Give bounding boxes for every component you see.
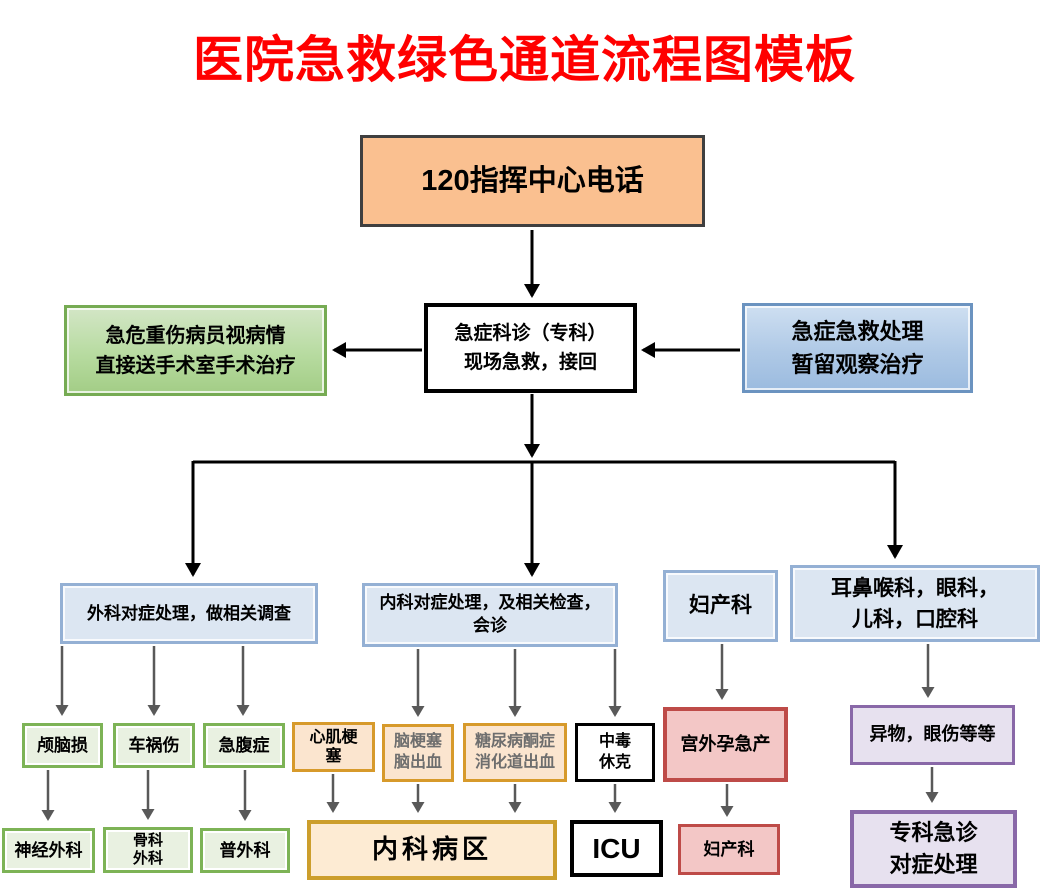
orthopedics-line1: 骨科 xyxy=(132,833,163,849)
node-emergency-observe: 急症急救处理 暂留观察治疗 xyxy=(742,303,973,393)
car-accident-label: 车祸伤 xyxy=(128,735,180,755)
ent-branch-line1: 耳鼻喉科，眼科， xyxy=(831,576,999,601)
diabetes-line2: 消化道出血 xyxy=(474,753,555,771)
node-myocardial: 心肌梗 塞 xyxy=(292,722,375,772)
poisoning-line1: 中毒 xyxy=(598,732,631,750)
node-ectopic: 宫外孕急产 xyxy=(663,707,788,782)
triage-line2: 现场急救，接回 xyxy=(463,352,597,373)
direct-surgery-line2: 直接送手术室手术治疗 xyxy=(95,354,296,377)
node-obgyn-dept: 妇产科 xyxy=(678,824,780,875)
node-poisoning: 中毒 休克 xyxy=(575,723,655,782)
node-diabetes: 糖尿病酮症 消化道出血 xyxy=(463,723,567,782)
obgyn-dept-label: 妇产科 xyxy=(703,839,755,859)
node-icu: ICU xyxy=(570,820,663,877)
orthopedics-line2: 外科 xyxy=(132,851,163,867)
node-medicine-ward: 内科病区 xyxy=(307,820,557,880)
dispatch-label: 120指挥中心电话 xyxy=(421,161,643,202)
foreign-body-label: 异物，眼伤等等 xyxy=(869,724,996,745)
secondary-flow-arrows xyxy=(41,644,939,821)
node-orthopedics: 骨科 外科 xyxy=(103,827,193,873)
dispatch-text: 指挥中心电话 xyxy=(469,164,644,197)
brain-injury-label: 颅脑损 xyxy=(37,735,88,755)
observe-line2: 暂留观察治疗 xyxy=(791,352,924,377)
node-stroke: 脑梗塞 脑出血 xyxy=(382,724,454,782)
myocardial-line2: 塞 xyxy=(325,748,342,765)
dispatch-number: 120 xyxy=(421,164,470,197)
obgyn-branch-label: 妇产科 xyxy=(689,593,752,618)
page-title: 医院急救绿色通道流程图模板 xyxy=(193,32,856,88)
diabetes-line1: 糖尿病酮症 xyxy=(474,732,555,750)
node-120-dispatch-center: 120指挥中心电话 xyxy=(360,135,705,227)
node-surgery-branch: 外科对症处理，做相关调查 xyxy=(60,583,318,644)
node-neurosurgery: 神经外科 xyxy=(2,828,95,873)
observe-line1: 急症急救处理 xyxy=(791,319,924,344)
medicine-branch-line2: 会诊 xyxy=(473,616,507,635)
ent-branch-line2: 儿科，口腔科 xyxy=(852,606,978,631)
node-acute-abdomen: 急腹症 xyxy=(203,723,285,768)
node-car-accident: 车祸伤 xyxy=(113,723,195,768)
medicine-branch-line1: 内科对症处理，及相关检查， xyxy=(379,593,601,613)
icu-label: ICU xyxy=(592,832,641,864)
surgery-branch-label: 外科对症处理，做相关调查 xyxy=(87,603,291,623)
triage-line1: 急症科诊（专科） xyxy=(454,322,607,344)
node-brain-injury: 颅脑损 xyxy=(22,723,103,768)
node-triage: 急症科诊（专科） 现场急救，接回 xyxy=(424,303,637,393)
node-specialist-er: 专科急诊 对症处理 xyxy=(850,810,1017,888)
general-surgery-label: 普外科 xyxy=(219,840,271,860)
medicine-ward-label: 内科病区 xyxy=(371,834,492,864)
ectopic-label: 宫外孕急产 xyxy=(680,733,771,754)
node-medicine-branch: 内科对症处理，及相关检查， 会诊 xyxy=(362,583,618,647)
node-direct-surgery: 急危重伤病员视病情 直接送手术室手术治疗 xyxy=(64,305,327,396)
direct-surgery-line1: 急危重伤病员视病情 xyxy=(105,324,286,347)
specialist-er-line1: 专科急诊 xyxy=(889,820,978,846)
neurosurgery-label: 神经外科 xyxy=(14,840,83,860)
stroke-line2: 脑出血 xyxy=(393,754,442,771)
acute-abdomen-label: 急腹症 xyxy=(218,735,270,755)
node-ent-branch: 耳鼻喉科，眼科， 儿科，口腔科 xyxy=(790,565,1040,642)
primary-flow-arrows xyxy=(185,230,903,577)
node-general-surgery: 普外科 xyxy=(200,828,290,873)
poisoning-line2: 休克 xyxy=(598,753,631,771)
node-obgyn-branch: 妇产科 xyxy=(663,570,778,642)
stroke-line1: 脑梗塞 xyxy=(393,733,442,751)
myocardial-line1: 心肌梗 xyxy=(309,728,358,746)
node-foreign-body: 异物，眼伤等等 xyxy=(850,705,1015,765)
specialist-er-line2: 对症处理 xyxy=(889,852,978,877)
